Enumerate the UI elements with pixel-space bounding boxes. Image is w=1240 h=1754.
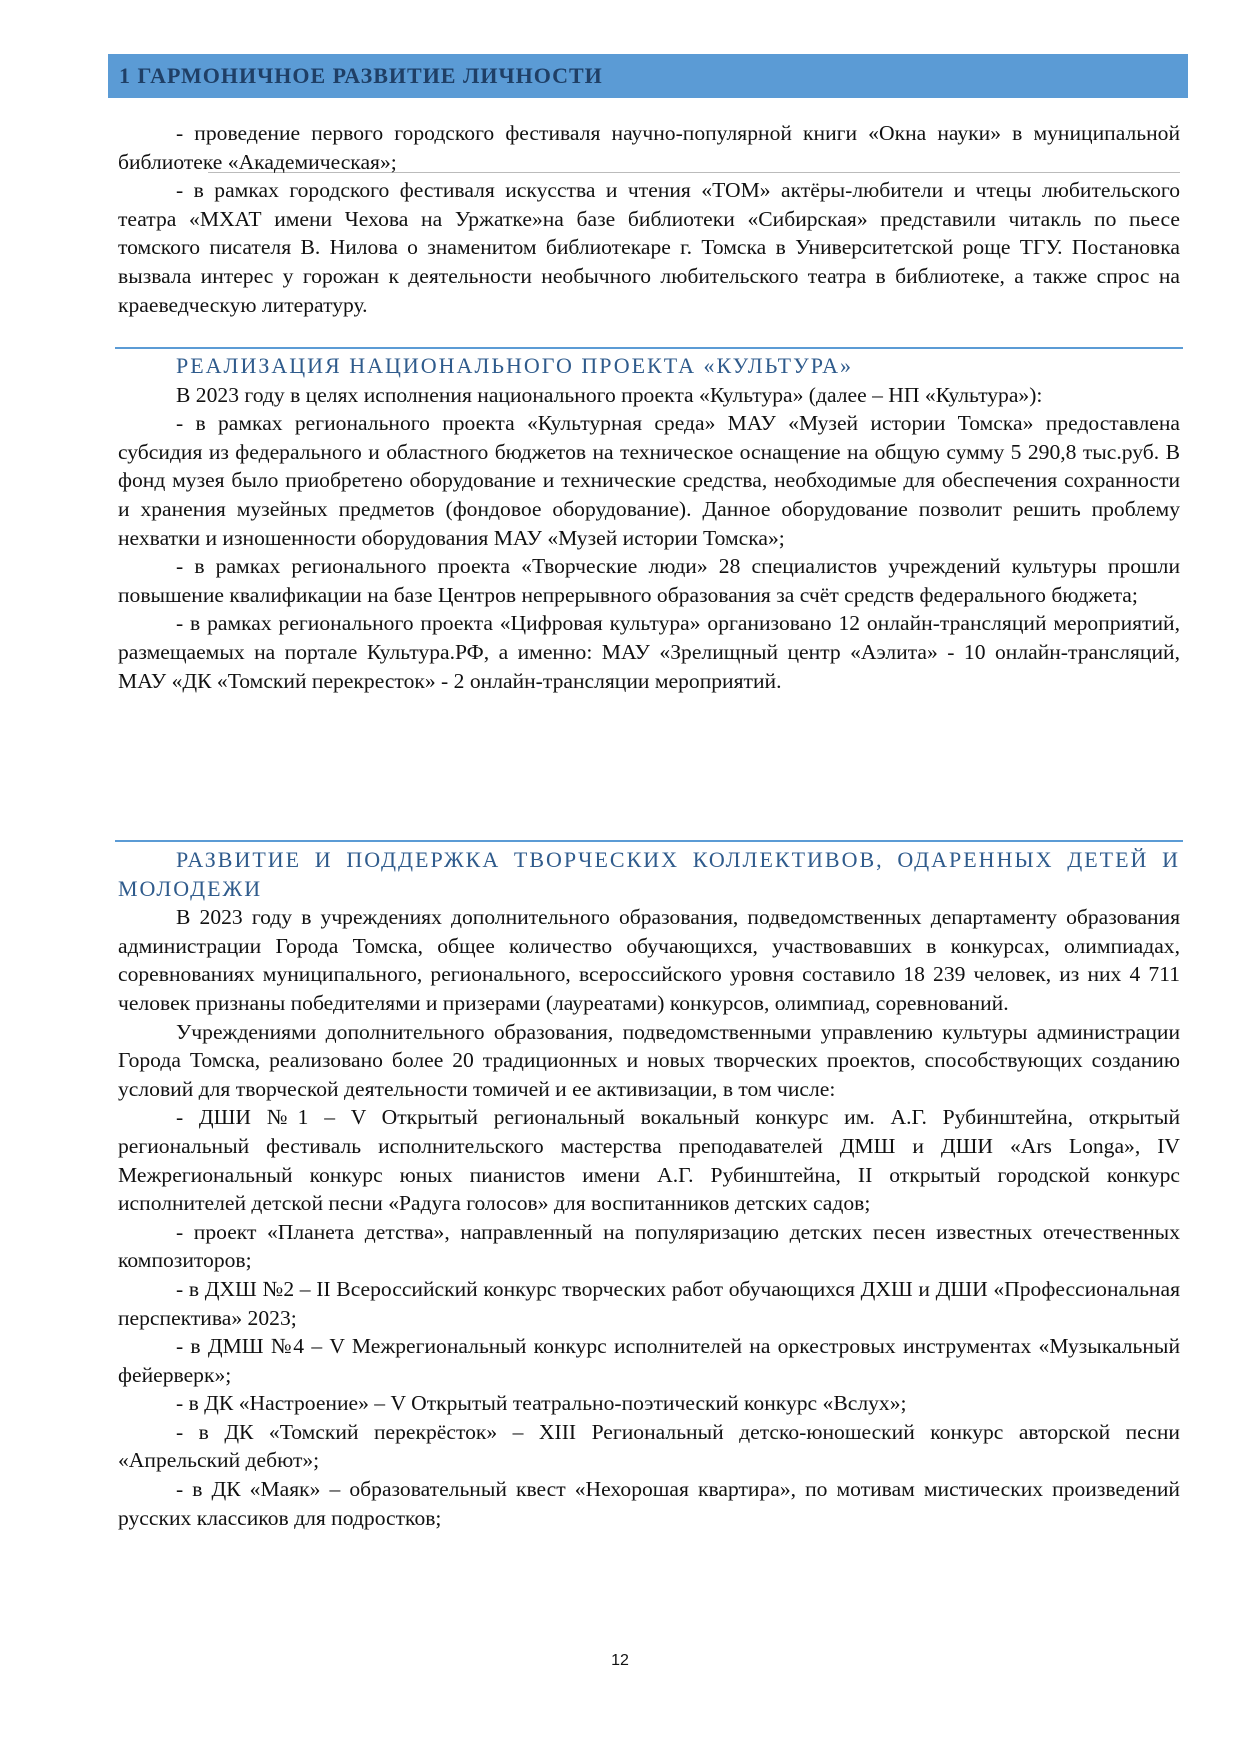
paragraph: - в рамках регионального проекта «Цифров… xyxy=(118,611,1180,693)
chapter-banner: 1 ГАРМОНИЧНОЕ РАЗВИТИЕ ЛИЧНОСТИ xyxy=(108,54,1188,98)
paragraph: - в ДК «Томский перекрёсток» – XIII Реги… xyxy=(118,1419,1180,1473)
paragraph: - в рамках регионального проекта «Творче… xyxy=(118,554,1180,607)
paragraph: - в рамках городского фестиваля искусств… xyxy=(118,178,1180,317)
paragraph: - в ДК «Маяк» – образовательный квест «Н… xyxy=(118,1477,1180,1530)
section-1-body: - проведение первого городского фестивал… xyxy=(118,119,1180,319)
paragraph: Учреждениями дополнительного образования… xyxy=(118,1019,1180,1101)
paragraph: В 2023 году в целях исполнения националь… xyxy=(176,382,1043,407)
section-heading: РАЗВИТИЕ И ПОДДЕРЖКА ТВОРЧЕСКИХ КОЛЛЕКТИ… xyxy=(118,847,1180,901)
paragraph: - в ДМШ №4 – V Межрегиональный конкурс и… xyxy=(118,1334,1180,1387)
chapter-title: 1 ГАРМОНИЧНОЕ РАЗВИТИЕ ЛИЧНОСТИ xyxy=(119,63,603,88)
paragraph: - в ДХШ №2 – II Всероссийский конкурс тв… xyxy=(118,1276,1180,1330)
paragraph: - ДШИ №1 – V Открытый региональный вокал… xyxy=(118,1105,1180,1216)
section-3: РАЗВИТИЕ И ПОДДЕРЖКА ТВОРЧЕСКИХ КОЛЛЕКТИ… xyxy=(118,846,1180,1532)
paragraph: - в рамках регионального проекта «Культу… xyxy=(118,411,1180,550)
paragraph: - в ДК «Настроение» – V Открытый театрал… xyxy=(176,1391,907,1416)
page-number: 12 xyxy=(611,1652,629,1669)
section-divider xyxy=(115,840,1183,842)
section-2: РЕАЛИЗАЦИЯ НАЦИОНАЛЬНОГО ПРОЕКТА «КУЛЬТУ… xyxy=(118,352,1180,695)
paragraph: В 2023 году в учреждениях дополнительног… xyxy=(118,905,1180,1015)
table-border-remnant xyxy=(208,172,1180,173)
paragraph: - проведение первого городского фестивал… xyxy=(118,121,1180,174)
section-heading: РЕАЛИЗАЦИЯ НАЦИОНАЛЬНОГО ПРОЕКТА «КУЛЬТУ… xyxy=(176,353,854,378)
section-divider xyxy=(115,347,1183,349)
paragraph: - проект «Планета детства», направленный… xyxy=(118,1219,1180,1273)
